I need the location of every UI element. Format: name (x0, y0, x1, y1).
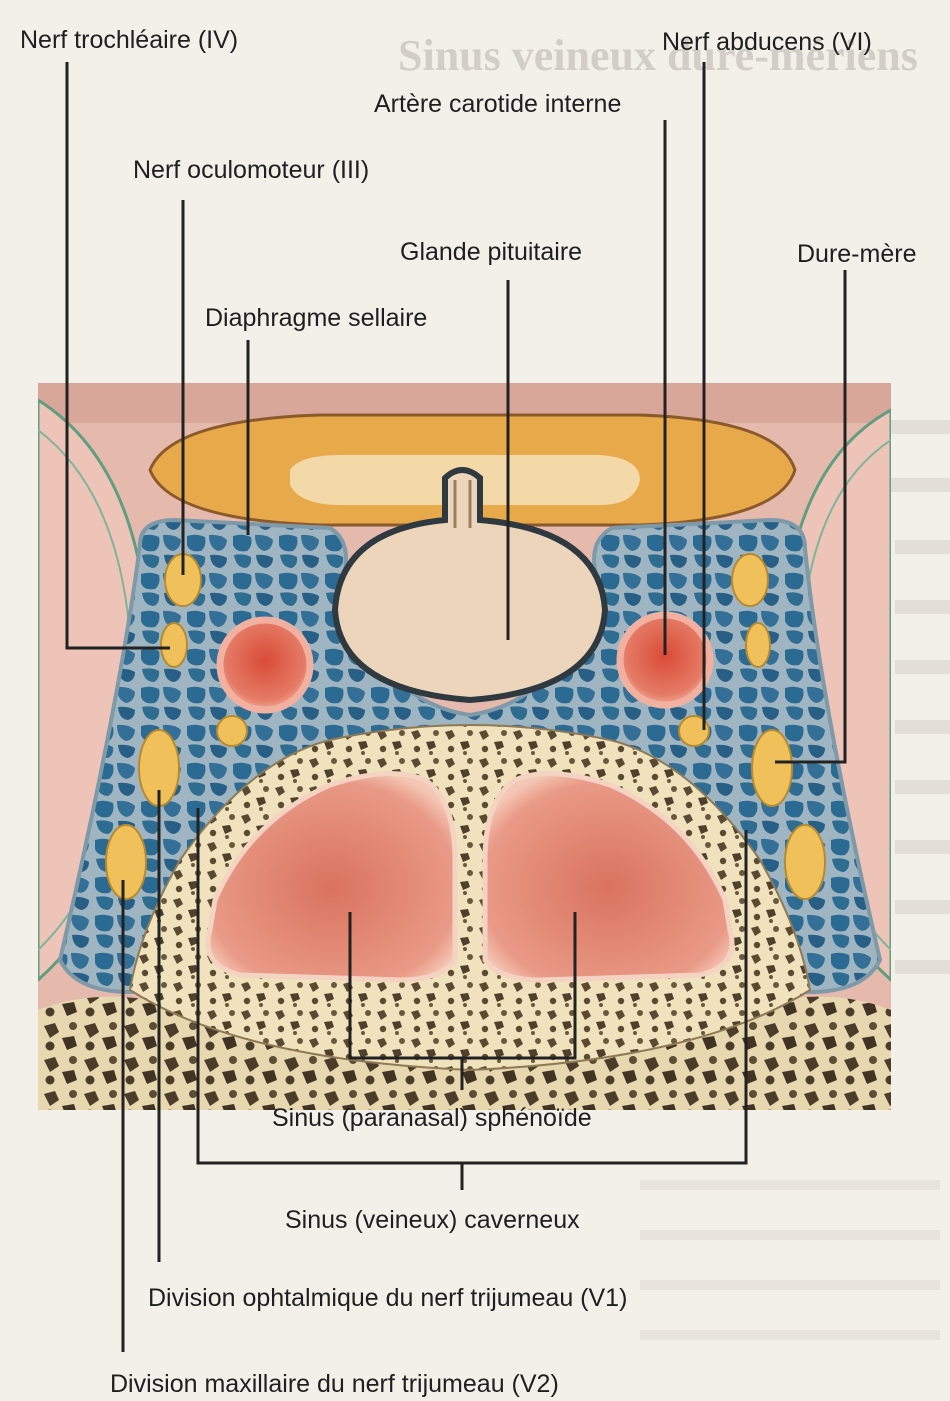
carotid-artery-left (220, 620, 310, 710)
label-sphenoid-sinus: Sinus (paranasal) sphénoïde (272, 1106, 592, 1131)
label-pituitary-gland: Glande pituitaire (400, 240, 582, 265)
label-trochlear-nerve: Nerf trochléaire (IV) (20, 28, 238, 53)
nerve-abducens-left (217, 716, 247, 746)
nerve-v2-right (785, 825, 825, 899)
label-maxillary-division: Division maxillaire du nerf trijumeau (V… (110, 1372, 559, 1397)
label-abducens-nerve: Nerf abducens (VI) (662, 30, 872, 55)
label-internal-carotid-artery: Artère carotide interne (374, 92, 621, 117)
nerve-v1-right (752, 730, 792, 806)
nerve-trochlear-left (161, 623, 187, 667)
nerve-v2-left (106, 825, 146, 899)
nerve-trochlear-right (746, 623, 770, 667)
label-oculomotor-nerve: Nerf oculomoteur (III) (133, 158, 369, 183)
label-cavernous-sinus: Sinus (veineux) caverneux (285, 1208, 580, 1233)
nerve-oculomotor-right (732, 554, 768, 606)
label-ophthalmic-division: Division ophtalmique du nerf trijumeau (… (148, 1286, 627, 1311)
label-diaphragma-sellae: Diaphragme sellaire (205, 306, 427, 331)
label-dura-mater: Dure-mère (797, 242, 916, 267)
